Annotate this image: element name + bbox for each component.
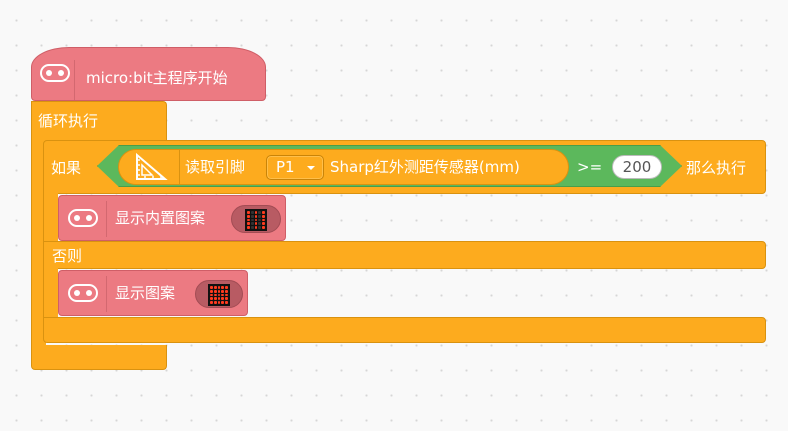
led-cell (254, 214, 258, 218)
led-cell (210, 301, 213, 304)
led-cell (247, 214, 250, 218)
led-cell (262, 211, 265, 214)
ruler-sensor-icon (136, 152, 168, 180)
led-cell (250, 218, 254, 222)
led-cell (221, 289, 225, 293)
led-cell (250, 226, 254, 229)
show-builtin-image-block[interactable]: 显示内置图案 (58, 195, 286, 241)
block-divider (106, 276, 107, 312)
led-cell (225, 286, 228, 289)
else-bar[interactable]: 否则 (43, 241, 766, 269)
led-cell (258, 211, 262, 214)
led-cell (250, 222, 254, 226)
reporter-divider (179, 150, 180, 184)
led-cell (217, 301, 221, 304)
compare-value-input[interactable]: 200 (612, 155, 662, 179)
led-cell (258, 218, 262, 222)
led-cell (217, 286, 221, 289)
forever-loop-label: 循环执行 (38, 112, 99, 130)
led-cell (262, 214, 265, 218)
pin-dropdown[interactable]: P1 (266, 155, 324, 180)
image-editor-picker[interactable] (195, 280, 243, 308)
show-builtin-image-label: 显示内置图案 (115, 209, 206, 227)
led-cell (221, 293, 225, 297)
led-cell (225, 293, 228, 297)
sensor-label: Sharp红外测距传感器(mm) (330, 158, 520, 176)
led-cell (262, 226, 265, 229)
led-cell (250, 211, 254, 214)
led-cell (258, 226, 262, 229)
forever-loop-block[interactable]: 循环执行 (31, 101, 167, 141)
microbit-icon (40, 64, 70, 82)
led-cell (262, 222, 265, 226)
led-cell (210, 293, 213, 297)
led-cell (247, 218, 250, 222)
else-label: 否则 (52, 247, 83, 265)
show-image-block[interactable]: 显示图案 (58, 270, 248, 316)
led-matrix-icon (208, 284, 230, 306)
microbit-start-hat-block[interactable]: micro:bit主程序开始 (31, 47, 266, 101)
led-cell (221, 286, 225, 289)
hat-block-label: micro:bit主程序开始 (86, 69, 228, 87)
led-cell (210, 289, 213, 293)
led-cell (258, 222, 262, 226)
block-divider (74, 60, 75, 100)
block-divider (106, 201, 107, 237)
led-cell (225, 301, 228, 304)
forever-loop-side (31, 140, 46, 350)
show-image-label: 显示图案 (115, 284, 176, 302)
if-else-footer[interactable] (43, 317, 766, 343)
microbit-icon (68, 284, 98, 302)
operator-label: >= (577, 158, 603, 176)
led-cell (247, 226, 250, 229)
else-branch-side (43, 268, 58, 320)
led-cell (258, 214, 262, 218)
pin-value: P1 (276, 158, 295, 176)
led-cell (254, 222, 258, 226)
if-branch-side (43, 192, 58, 244)
led-cell (225, 289, 228, 293)
led-cell (225, 297, 228, 301)
led-cell (213, 301, 217, 304)
led-cell (217, 293, 221, 297)
led-cell (254, 226, 258, 229)
led-cell (247, 211, 250, 214)
forever-loop-footer[interactable] (31, 345, 167, 370)
microbit-icon (68, 209, 98, 227)
sharp-ir-distance-reporter[interactable] (118, 149, 569, 185)
led-cell (210, 297, 213, 301)
led-cell (221, 301, 225, 304)
then-label: 那么执行 (686, 159, 747, 177)
led-cell (250, 214, 254, 218)
led-cell (247, 222, 250, 226)
led-cell (221, 297, 225, 301)
builtin-image-picker[interactable] (231, 205, 281, 233)
led-cell (217, 289, 221, 293)
led-cell (213, 289, 217, 293)
led-cell (262, 218, 265, 222)
chevron-down-icon (307, 166, 315, 170)
read-pin-label: 读取引脚 (185, 158, 246, 176)
led-cell (254, 211, 258, 214)
led-cell (210, 286, 213, 289)
led-cell (254, 218, 258, 222)
led-cell (213, 297, 217, 301)
led-cell (213, 286, 217, 289)
led-cell (213, 293, 217, 297)
led-matrix-icon (245, 209, 267, 231)
led-cell (217, 297, 221, 301)
if-label: 如果 (51, 159, 82, 177)
